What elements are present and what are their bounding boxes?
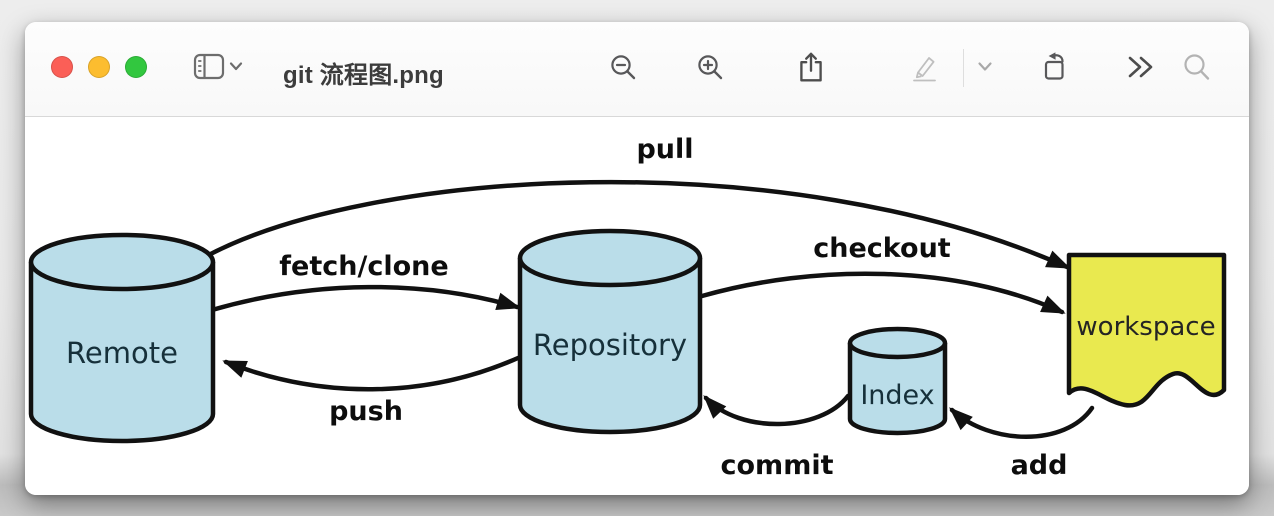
maximize-button[interactable] bbox=[125, 56, 147, 78]
git-flow-diagram: workspace Remote Repository Index p bbox=[28, 134, 1227, 481]
markup-button[interactable] bbox=[910, 52, 940, 82]
zoom-in-button[interactable] bbox=[696, 53, 726, 83]
edge-add bbox=[949, 405, 1095, 439]
search-button[interactable] bbox=[1182, 53, 1212, 83]
document-canvas: workspace Remote Repository Index p bbox=[25, 117, 1249, 495]
more-toolbar-items-button[interactable] bbox=[1126, 53, 1156, 81]
node-label-repository: Repository bbox=[533, 328, 687, 362]
double-chevron-right-icon bbox=[1128, 56, 1153, 78]
node-label-remote: Remote bbox=[66, 336, 178, 370]
sidebar-icon bbox=[193, 53, 243, 80]
rotate-left-button[interactable] bbox=[1041, 51, 1071, 83]
share-button[interactable] bbox=[796, 51, 826, 83]
node-index: Index bbox=[847, 326, 948, 436]
zoom-out-icon bbox=[611, 55, 636, 80]
traffic-lights bbox=[51, 56, 147, 78]
node-label-workspace: workspace bbox=[1076, 312, 1215, 342]
markup-options-button[interactable] bbox=[977, 61, 993, 73]
close-button[interactable] bbox=[51, 56, 73, 78]
preview-window: git 流程图.png bbox=[25, 22, 1249, 495]
search-icon bbox=[1184, 54, 1210, 80]
edge-label-checkout: checkout bbox=[813, 233, 951, 264]
edge-checkout bbox=[699, 271, 1066, 315]
zoom-in-icon bbox=[698, 55, 723, 80]
edge-push bbox=[222, 355, 521, 392]
node-repository: Repository bbox=[517, 228, 703, 435]
rotate-left-icon bbox=[1044, 52, 1064, 80]
toolbar-divider bbox=[963, 49, 964, 87]
edge-pull bbox=[200, 179, 1071, 270]
edge-fetch-clone bbox=[209, 284, 521, 313]
edge-label-push: push bbox=[329, 396, 403, 427]
zoom-out-button[interactable] bbox=[609, 53, 639, 83]
edge-label-pull: pull bbox=[636, 134, 693, 165]
window-title: git 流程图.png bbox=[283, 62, 444, 89]
node-workspace: workspace bbox=[1066, 252, 1227, 408]
minimize-button[interactable] bbox=[88, 56, 110, 78]
edge-label-commit: commit bbox=[721, 450, 834, 481]
chevron-down-icon bbox=[229, 62, 243, 71]
markup-pencil-icon bbox=[913, 57, 936, 82]
edge-label-fetch-clone: fetch/clone bbox=[279, 251, 448, 282]
share-icon bbox=[800, 52, 822, 82]
node-remote: Remote bbox=[28, 232, 216, 444]
chevron-down-icon bbox=[978, 62, 992, 71]
edge-commit bbox=[703, 393, 851, 427]
node-label-index: Index bbox=[860, 380, 934, 411]
titlebar: git 流程图.png bbox=[25, 22, 1249, 117]
sidebar-toggle-button[interactable] bbox=[193, 53, 243, 81]
edge-label-add: add bbox=[1011, 450, 1068, 481]
